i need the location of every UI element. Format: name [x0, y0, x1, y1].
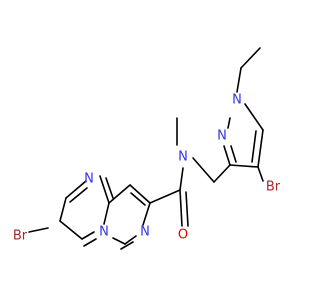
atom-label-bromine: Br	[266, 180, 281, 195]
bond	[227, 117, 231, 129]
atom-label-bromine: Br	[13, 229, 28, 244]
bond	[28, 227, 49, 233]
bond-layer	[28, 47, 264, 250]
bond	[124, 235, 137, 245]
bond	[244, 103, 264, 131]
bond	[179, 167, 184, 191]
bond	[81, 231, 95, 240]
bond	[229, 164, 259, 168]
atom-label-layer: Br N N N O N N N Br	[13, 93, 281, 244]
bond	[65, 180, 87, 199]
bond	[103, 202, 110, 225]
bond	[223, 145, 231, 166]
molecule-diagram: Br N N N O N N N Br	[13, 47, 281, 250]
bond	[59, 220, 83, 240]
bond	[130, 192, 146, 206]
bond	[179, 189, 183, 227]
bond	[142, 202, 151, 226]
bond	[257, 129, 264, 168]
bond	[149, 189, 181, 204]
bond	[108, 184, 131, 204]
bond	[192, 157, 215, 183]
atom-label-oxygen: O	[178, 228, 188, 243]
bond	[213, 164, 231, 183]
atom-label-nitrogen: N	[217, 129, 227, 144]
bond	[251, 130, 257, 163]
bond	[240, 47, 261, 69]
atom-label-nitrogen: N	[140, 225, 150, 240]
bond	[120, 241, 134, 250]
bond	[185, 191, 189, 227]
structure-drawing: Br N N N O N N N Br	[13, 47, 281, 250]
bond	[105, 177, 114, 199]
atom-label-nitrogen: N	[99, 225, 109, 240]
bond	[230, 145, 237, 163]
bond	[69, 187, 88, 203]
bond	[236, 67, 242, 93]
bond	[112, 237, 126, 245]
bond	[99, 175, 110, 204]
bond	[129, 184, 151, 204]
bond	[59, 197, 67, 222]
bond	[257, 166, 264, 182]
atom-label-nitrogen: N	[232, 93, 242, 108]
atom-label-nitrogen: N	[84, 172, 94, 187]
atom-label-nitrogen: N	[178, 150, 188, 165]
bond	[83, 238, 97, 247]
